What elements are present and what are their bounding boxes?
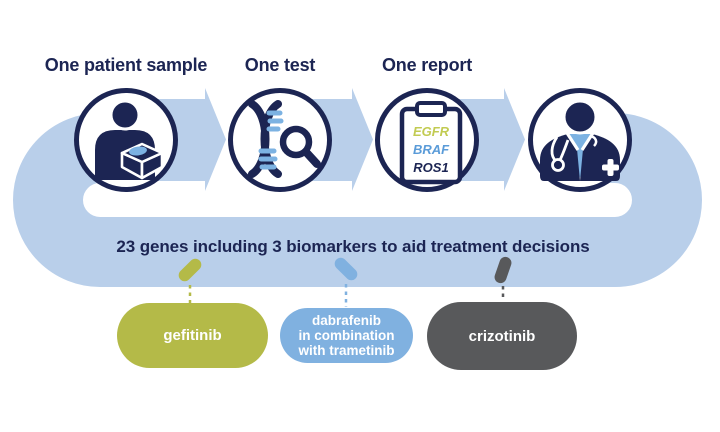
step-label-patient-sample: One patient sample	[44, 55, 208, 75]
drug-pill-dabrafenib-trametinib: dabrafenib in combination with trametini…	[280, 308, 413, 363]
loop-band	[13, 113, 702, 287]
step-circle-test	[228, 88, 332, 192]
drug-pill-gefitinib: gefitinib	[117, 303, 268, 368]
step-circle-report: EGFR BRAF ROS1	[375, 88, 479, 192]
step-label-test: One test	[244, 55, 316, 75]
drug-label: dabrafenib in combination with trametini…	[298, 312, 395, 359]
dna-magnifier-icon	[248, 100, 321, 178]
drug-pill-crizotinib: crizotinib	[427, 302, 577, 370]
drug-label: crizotinib	[468, 327, 536, 345]
report-gene-braf: BRAF	[413, 142, 450, 157]
report-gene-egfr: EGFR	[413, 124, 450, 139]
biomarker-dot-egfr	[178, 258, 202, 282]
biomarker-dot-ros1	[494, 256, 512, 284]
step-circle-doctor	[528, 88, 632, 192]
step-circle-patient-sample	[74, 88, 178, 192]
banner-text: 23 genes including 3 biomarkers to aid t…	[116, 237, 590, 256]
step-label-report: One report	[381, 55, 472, 75]
doctor-icon	[540, 99, 620, 181]
patient-sample-icon	[95, 99, 164, 180]
drug-label: gefitinib	[163, 327, 222, 344]
report-clipboard-icon: EGFR BRAF ROS1	[399, 101, 463, 185]
report-gene-ros1: ROS1	[413, 160, 448, 175]
